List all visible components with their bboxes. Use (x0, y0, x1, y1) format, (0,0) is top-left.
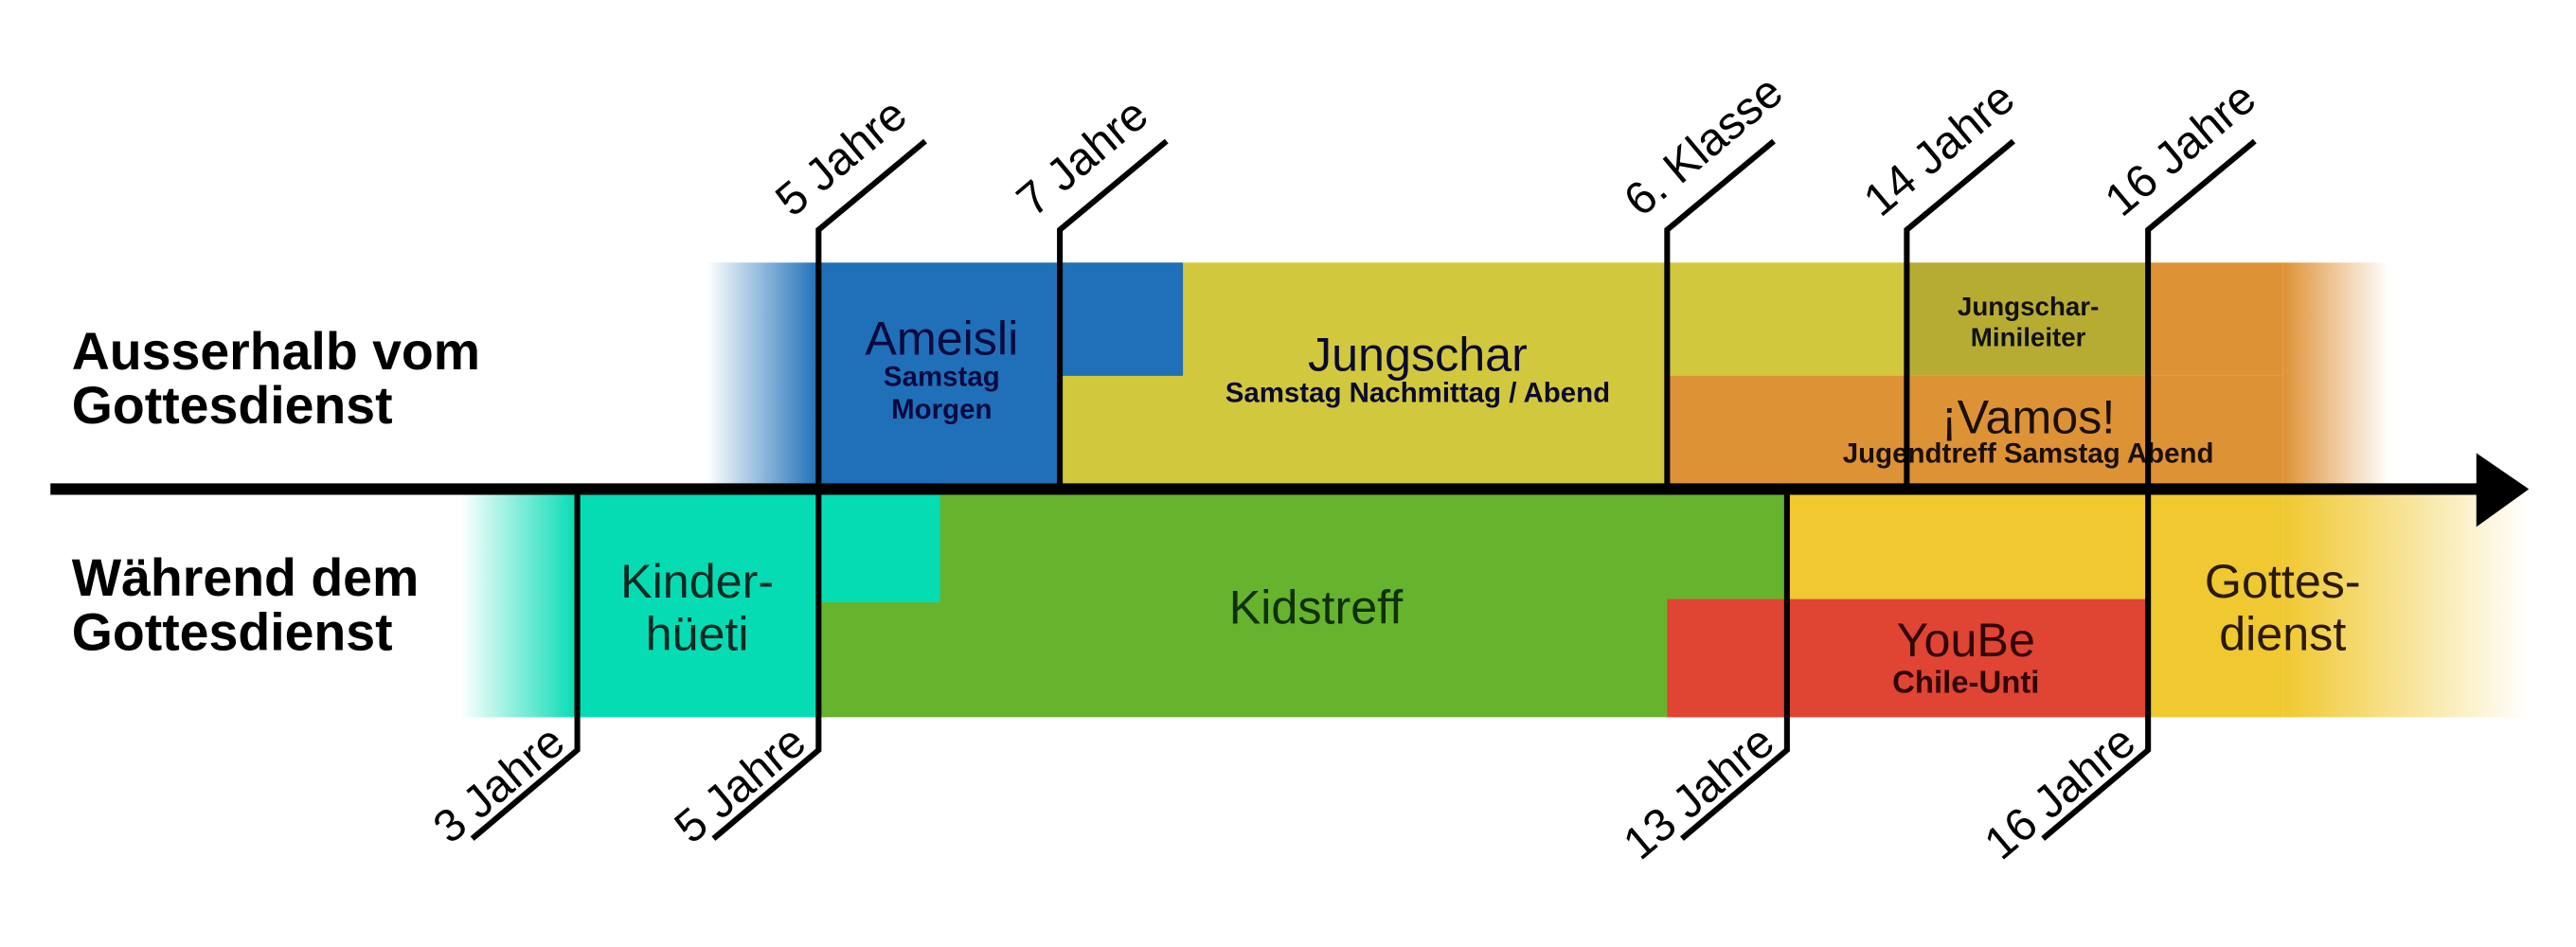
vamos-block (1667, 375, 2283, 486)
ameisli-sub-1: Samstag (884, 361, 1000, 392)
band-during-service (460, 491, 2530, 718)
vamos-sub: Jugendtreff Samstag Abend (1843, 438, 2214, 470)
tick-marker-bottom (1679, 489, 1790, 841)
tick-marker-bottom (470, 489, 581, 841)
tick-label-top: 5 Jahre (766, 89, 917, 226)
tick-label-bottom: 13 Jahre (1614, 716, 1783, 870)
ameisli-block (818, 262, 1061, 486)
minileiter-title-1: Jungschar- (1958, 292, 2099, 321)
tick-label-bottom: 5 Jahre (665, 716, 815, 853)
kinderhueeti-fade (460, 491, 578, 718)
minileiter-block (1905, 262, 2152, 376)
row-label-outside-2: Gottesdienst (72, 376, 393, 435)
tick-marker-top (1904, 138, 2015, 490)
tick-label-bottom: 16 Jahre (1975, 716, 2144, 870)
tick-label-bottom: 3 Jahre (424, 716, 575, 853)
tick-marker-top (1664, 138, 1776, 490)
row-label-during-2: Gottesdienst (72, 602, 393, 661)
tick-marker-top (815, 138, 927, 490)
kinderhueeti-title-1: Kinder- (620, 555, 774, 608)
ameisli-sub-2: Morgen (891, 394, 992, 425)
ameisli-fade (707, 262, 819, 486)
vamos-title: ¡Vamos! (1941, 391, 2115, 444)
gottesdienst-title-1: Gottes- (2205, 555, 2361, 608)
vamos-fade (2282, 262, 2389, 486)
tick-marker-bottom (2041, 489, 2152, 841)
yoube-block (1667, 599, 2149, 718)
kidstreff-title: Kidstreff (1229, 581, 1404, 634)
vamos-top (2151, 262, 2283, 376)
jungschar-title: Jungschar (1308, 329, 1528, 382)
gottesdienst-fade (2282, 491, 2530, 718)
gottesdienst-top (1786, 491, 2149, 599)
minileiter-title-2: Minileiter (1971, 323, 2086, 352)
row-label-during-1: Während dem (72, 548, 420, 607)
jungschar-sub: Samstag Nachmittag / Abend (1225, 378, 1610, 409)
gottesdienst-title-2: dienst (2219, 607, 2346, 660)
yoube-sub: Chile-Unti (1892, 664, 2039, 699)
band-outside-service (707, 262, 2389, 486)
timeline-arrowhead-icon (2476, 453, 2530, 527)
ameisli-extension (1060, 262, 1184, 376)
yoube-title: YouBe (1897, 614, 2035, 667)
kinderhueeti-block (577, 491, 819, 718)
tick-label-top: 7 Jahre (1008, 89, 1158, 226)
kinderhueeti-extension (818, 491, 940, 603)
kidstreff-block (818, 491, 1787, 718)
tick-marker-top (1057, 138, 1169, 490)
row-label-outside-1: Ausserhalb vom (72, 322, 480, 381)
ameisli-title: Ameisli (865, 312, 1018, 365)
gottesdienst-block (2148, 491, 2283, 718)
tick-marker-bottom (711, 489, 822, 841)
kinderhueeti-title-2: hüeti (646, 607, 749, 660)
tick-marker-top (2145, 138, 2257, 490)
